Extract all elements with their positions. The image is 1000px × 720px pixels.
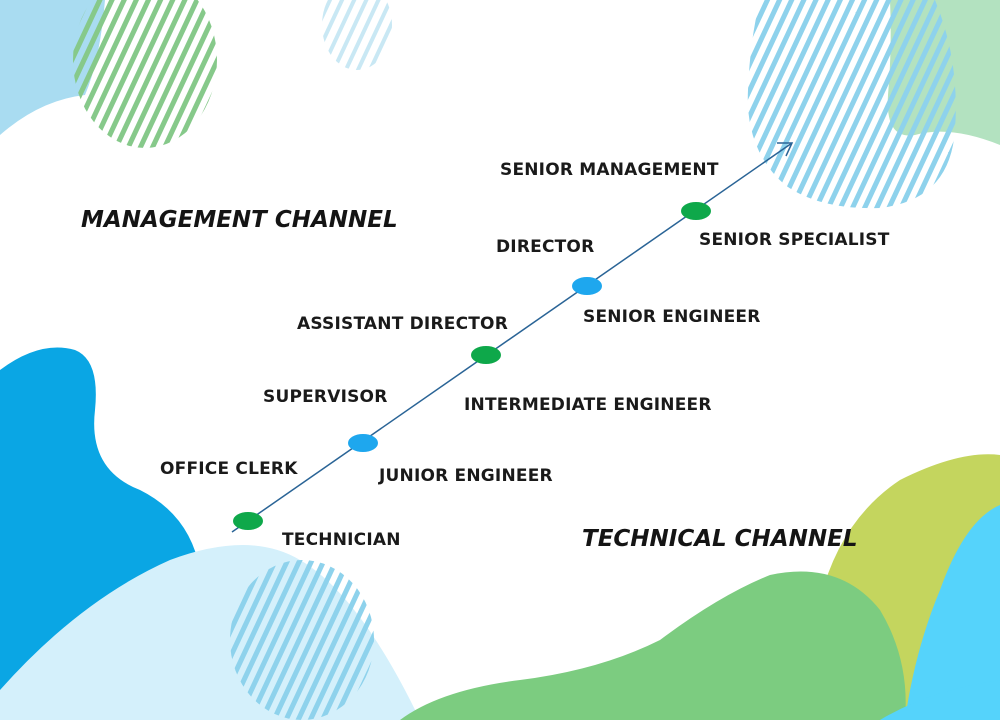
technical-level-junior-engineer: JUNIOR ENGINEER bbox=[379, 466, 553, 486]
management-channel-title: MANAGEMENT CHANNEL bbox=[81, 207, 398, 233]
technical-channel-title: TECHNICAL CHANNEL bbox=[582, 526, 858, 552]
management-level-director: DIRECTOR bbox=[496, 237, 595, 257]
bottom-right-green-blob bbox=[400, 571, 906, 720]
management-level-supervisor: SUPERVISOR bbox=[263, 387, 388, 407]
management-level-senior-management: SENIOR MANAGEMENT bbox=[500, 160, 719, 180]
node-senior-engineer bbox=[572, 277, 602, 295]
technical-level-senior-specialist: SENIOR SPECIALIST bbox=[699, 230, 890, 250]
technical-level-senior-engineer: SENIOR ENGINEER bbox=[583, 307, 761, 327]
node-technician bbox=[233, 512, 263, 530]
bottom-left-hatched-oval bbox=[230, 560, 374, 720]
management-level-office-clerk: OFFICE CLERK bbox=[160, 459, 298, 479]
technical-level-intermediate-engineer: INTERMEDIATE ENGINEER bbox=[464, 395, 712, 415]
bottom-right-cyan-blob bbox=[905, 505, 1000, 720]
node-junior-engineer bbox=[348, 434, 378, 452]
top-faint-hatched-oval bbox=[322, 0, 392, 70]
node-senior-specialist bbox=[681, 202, 711, 220]
node-intermediate-engineer bbox=[471, 346, 501, 364]
bottom-right-cyan-base bbox=[880, 680, 1000, 720]
top-left-hatched-oval bbox=[73, 0, 217, 148]
top-right-hatched-shape bbox=[747, 0, 956, 209]
management-level-assistant-director: ASSISTANT DIRECTOR bbox=[297, 314, 508, 334]
technical-level-technician: TECHNICIAN bbox=[282, 530, 401, 550]
career-arrow-head bbox=[777, 142, 794, 157]
